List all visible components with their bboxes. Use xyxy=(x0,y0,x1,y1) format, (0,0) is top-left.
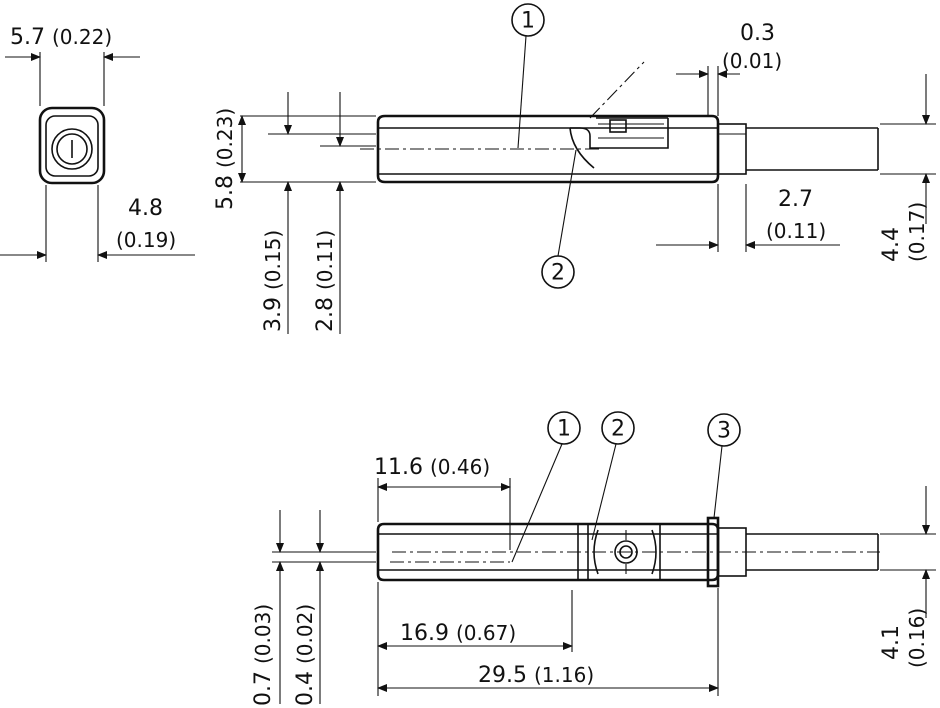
dim-side-cable-in: (0.17) xyxy=(905,202,929,262)
top-callout-1: 1 xyxy=(557,417,571,442)
top-callout-2-circle xyxy=(601,411,635,445)
side-collar xyxy=(717,123,747,175)
dim-top-cable-mm: 4.1 xyxy=(879,625,904,660)
side-callout-1: 1 xyxy=(521,9,535,34)
top-callout-2-leader xyxy=(591,443,617,541)
top-callout-1-circle xyxy=(547,411,581,445)
front-lens-outer xyxy=(51,128,93,170)
dim-side-gap-mm: 0.3 xyxy=(740,21,775,46)
dim-side-gap-in: (0.01) xyxy=(722,49,782,73)
dim-front-inner-mm: 4.8 xyxy=(128,196,163,221)
side-clamp-step xyxy=(570,118,669,149)
side-callout-1-leader xyxy=(517,35,527,149)
dim-side-collar-mm: 2.7 xyxy=(778,187,813,212)
side-clamp-curve xyxy=(569,127,595,169)
dim-front-inner-in: (0.19) xyxy=(116,228,176,252)
front-inner-outline xyxy=(45,115,99,177)
dim-top-offset-b: 0.4 (0.02) xyxy=(293,604,318,706)
top-callout-3: 3 xyxy=(717,419,731,444)
side-clamp-leader xyxy=(589,61,645,119)
dim-top-length-a: 11.6 (0.46) xyxy=(374,455,490,480)
side-callout-2-leader xyxy=(557,149,577,257)
dim-front-width: 5.7 (0.22) xyxy=(10,25,112,50)
top-callout-1-leader xyxy=(511,443,563,563)
side-body xyxy=(376,114,720,184)
dim-top-offset-a: 0.7 (0.03) xyxy=(251,604,276,706)
top-callout-3-leader xyxy=(713,445,723,519)
top-callout-2: 2 xyxy=(611,417,625,442)
front-view: 5.7 (0.22) 4.8 (0.19) xyxy=(0,25,195,262)
dim-side-collar-in: (0.11) xyxy=(766,219,826,243)
side-callout-1-circle xyxy=(511,3,545,37)
side-screw-slot xyxy=(609,119,627,133)
dim-side-height-b: 2.8 (0.11) xyxy=(313,230,338,332)
dim-side-height: 5.8 (0.23) xyxy=(213,108,238,210)
dim-top-cable-in: (0.16) xyxy=(905,608,929,668)
dim-top-length-total: 29.5 (1.16) xyxy=(478,663,594,688)
dim-side-cable-mm: 4.4 xyxy=(879,227,904,262)
top-callout-3-circle xyxy=(707,413,741,447)
dim-side-height-a: 3.9 (0.15) xyxy=(261,230,286,332)
front-outline xyxy=(38,106,106,185)
front-lens-inner xyxy=(56,133,88,165)
side-view: 5.8 (0.23) 3.9 (0.15) 2.8 (0.11) 0.3 (0.… xyxy=(213,3,936,334)
dim-top-length-b: 16.9 (0.67) xyxy=(400,621,516,646)
side-callout-2: 2 xyxy=(551,261,565,286)
top-view: 11.6 (0.46) 0.7 (0.03) 0.4 (0.02) 16.9 (… xyxy=(251,411,936,706)
